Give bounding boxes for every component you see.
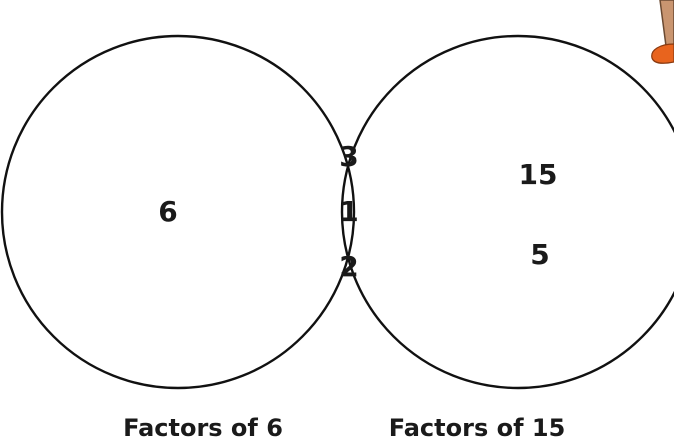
right-only-item: 15 (519, 158, 558, 191)
intersection-item: 1 (339, 195, 358, 228)
cartoon-character-fragment (651, 0, 674, 64)
intersection-item: 2 (339, 250, 358, 283)
left-only-item: 6 (158, 195, 177, 228)
right-only-item: 5 (530, 238, 549, 271)
left-set-label: Factors of 6 (123, 414, 283, 442)
left-set-circle (0, 34, 356, 390)
right-set-circle (340, 34, 674, 390)
right-set-label: Factors of 15 (389, 414, 566, 442)
intersection-item: 3 (339, 140, 358, 173)
